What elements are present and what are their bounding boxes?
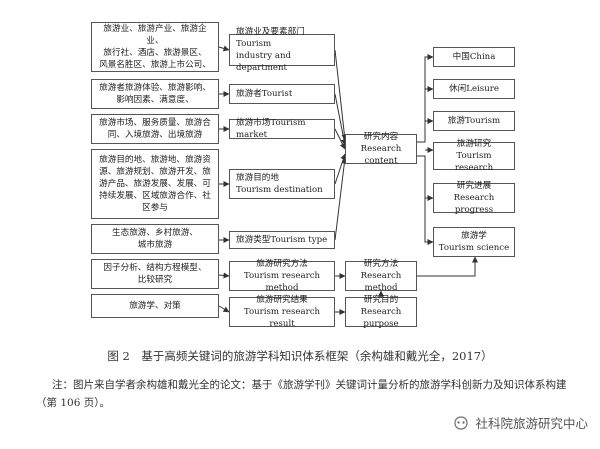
tourism-science-text: 旅游学 Tourism science bbox=[438, 231, 510, 253]
research-content-text: 研究内容 Research content bbox=[360, 132, 402, 166]
research-content-box: 研究内容 Research content bbox=[345, 132, 417, 166]
watermark-text: 社科院旅游研究中心 bbox=[475, 416, 588, 431]
category-box-result: 旅游研究结果 Tourism research result bbox=[229, 295, 335, 329]
keyword-box-tourist: 旅游者旅游体验、旅游影响、 影响因素、满意度、 bbox=[91, 79, 219, 109]
keyword-text-type: 生态旅游、乡村旅游、 城市旅游 bbox=[112, 228, 198, 250]
keyword-tourism-text: 旅游Tourism bbox=[447, 116, 501, 126]
category-box-market: 旅游市场Tourism market bbox=[229, 118, 335, 140]
keyword-box-type: 生态旅游、乡村旅游、 城市旅游 bbox=[91, 224, 219, 254]
category-box-type: 旅游类型Tourism type bbox=[229, 231, 335, 249]
tourism-science-box: 旅游学 Tourism science bbox=[433, 227, 515, 257]
keyword-box-market: 旅游市场、服务质量、旅游合 同、入境旅游、出境旅游 bbox=[91, 114, 219, 144]
figure-caption: 图 2 基于高频关键词的旅游学科知识体系框架（余构雄和戴光全，2017） bbox=[107, 349, 493, 363]
keyword-leisure-text: 休闲Leisure bbox=[449, 84, 499, 94]
keyword-china-box: 中国China bbox=[433, 47, 515, 67]
figure-note: 注：图片来自学者余构雄和戴光全的论文：基于《旅游学刊》关键词计量分析的旅游学科创… bbox=[36, 379, 567, 409]
keyword-tourism-box: 旅游Tourism bbox=[433, 111, 515, 131]
keyword-box-result: 旅游学、对策 bbox=[91, 294, 219, 318]
category-box-tourist: 旅游者Tourist bbox=[229, 84, 335, 104]
research-purpose-box: 研究目的 Research purpose bbox=[345, 295, 417, 329]
tourism-research-text: 旅游研究 Tourism research bbox=[454, 139, 494, 173]
research-progress-box: 研究进展 Research progress bbox=[433, 181, 515, 215]
keyword-text-destination: 旅游目的地、旅游地、旅游资 源、旅游规划、旅游开发、旅 游产品、旅游发展、发展、… bbox=[99, 155, 211, 213]
arrow-content-to-science bbox=[424, 198, 434, 245]
research-method-text: 研究方法 Research method bbox=[360, 259, 402, 293]
watermark: 社科院旅游研究中心 bbox=[452, 413, 588, 432]
category-text-method: 旅游研究方法 Tourism research method bbox=[243, 259, 321, 293]
category-text-tourist: 旅游者Tourist bbox=[236, 89, 293, 99]
arrow-mid-to-content-4 bbox=[334, 157, 348, 241]
keyword-text-industry: 旅游业、旅游产业、旅游企业、 旅行社、酒店、旅游景区、 风景名胜区、旅游上市公司… bbox=[99, 24, 211, 70]
arrow-left-to-mid-0 bbox=[218, 45, 230, 52]
category-box-destination: 旅游目的地 Tourism destination bbox=[229, 169, 335, 199]
keyword-box-industry: 旅游业、旅游产业、旅游企业、 旅行社、酒店、旅游景区、 风景名胜区、旅游上市公司… bbox=[91, 22, 219, 72]
arrow-left-to-mid-6 bbox=[218, 305, 230, 313]
category-text-result: 旅游研究结果 Tourism research result bbox=[243, 295, 321, 329]
keyword-text-method: 因子分析、结构方程模型、 比较研究 bbox=[103, 263, 207, 285]
keyword-text-tourist: 旅游者旅游体验、旅游影响、 影响因素、满意度、 bbox=[99, 83, 211, 105]
category-text-industry: 旅游业及要素部门Tourism industry and department bbox=[236, 27, 305, 73]
arrow-mid-to-content-2 bbox=[334, 128, 346, 150]
keyword-box-method: 因子分析、结构方程模型、 比较研究 bbox=[91, 259, 219, 289]
research-progress-text: 研究进展 Research progress bbox=[453, 181, 495, 215]
paw-logo-icon bbox=[454, 415, 469, 430]
arrow-method-to-science bbox=[417, 256, 478, 277]
category-box-method: 旅游研究方法 Tourism research method bbox=[229, 259, 335, 293]
research-method-box: 研究方法 Research method bbox=[345, 259, 417, 293]
arrow-content-to-progress bbox=[417, 155, 434, 201]
keyword-box-destination: 旅游目的地、旅游地、旅游资 源、旅游规划、旅游开发、旅 游产品、旅游发展、发展、… bbox=[91, 149, 219, 219]
keyword-leisure-box: 休闲Leisure bbox=[433, 79, 515, 99]
keyword-text-market: 旅游市场、服务质量、旅游合 同、入境旅游、出境旅游 bbox=[99, 118, 211, 140]
research-purpose-text: 研究目的 Research purpose bbox=[360, 295, 402, 329]
arrow-mid-to-content-0 bbox=[334, 49, 348, 141]
keyword-text-result: 旅游学、对策 bbox=[129, 301, 181, 311]
arrow-mid-to-content-1 bbox=[334, 93, 347, 146]
category-text-market: 旅游市场Tourism market bbox=[236, 118, 306, 140]
arrow-left-to-mid-5 bbox=[218, 272, 230, 279]
tourism-research-box: 旅游研究 Tourism research bbox=[433, 139, 515, 173]
category-text-type: 旅游类型Tourism type bbox=[236, 235, 328, 245]
keyword-china-text: 中国China bbox=[452, 52, 496, 62]
category-text-destination: 旅游目的地 Tourism destination bbox=[236, 173, 323, 195]
category-box-industry: 旅游业及要素部门Tourism industry and department bbox=[229, 27, 335, 73]
arrow-content-to-china bbox=[417, 54, 434, 143]
